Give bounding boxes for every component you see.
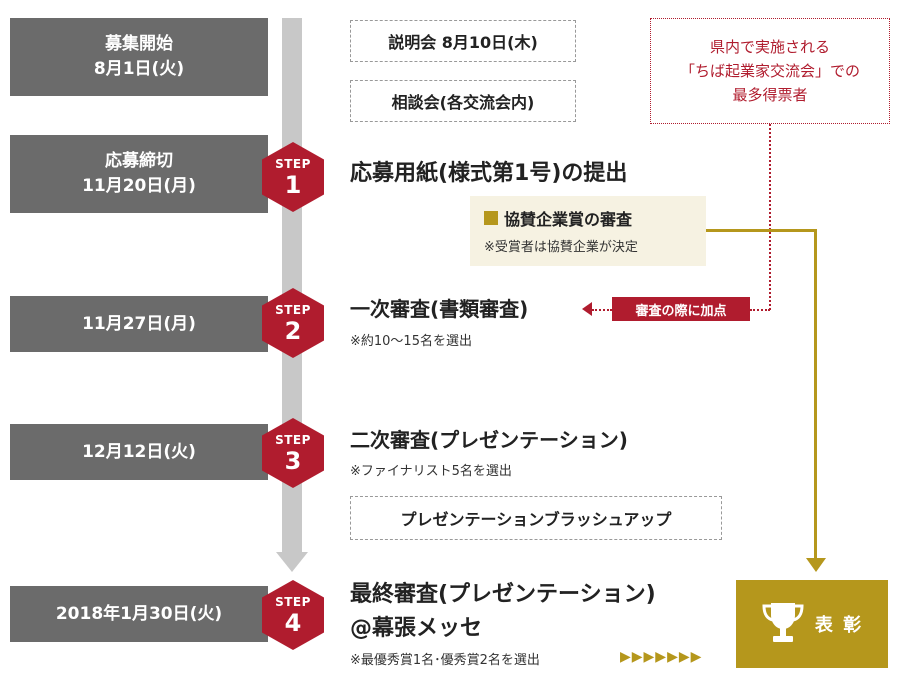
square-bullet-icon bbox=[484, 211, 498, 225]
consultation-box: 相談会(各交流会内) bbox=[350, 80, 576, 122]
date-label: 募集開始 bbox=[105, 34, 173, 55]
step-2-badge: STEP 2 bbox=[262, 288, 324, 358]
arrow-marks: ▶▶▶▶▶▶▶ bbox=[620, 649, 703, 665]
consultation-label: 相談会(各交流会内) bbox=[391, 93, 535, 112]
bonus-connector-horizontal bbox=[750, 309, 770, 311]
step-3-badge: STEP 3 bbox=[262, 418, 324, 488]
prefecture-line: 県内で実施される bbox=[709, 38, 830, 56]
prefecture-line: 「ちば起業家交流会」での bbox=[679, 62, 860, 80]
prefecture-line: 最多得票者 bbox=[732, 86, 808, 104]
award-connector-vertical bbox=[814, 229, 817, 560]
step-4-title: 最終審査(プレゼンテーション) bbox=[350, 582, 656, 607]
step-4-note: ※最優秀賞1名･優秀賞2名を選出 bbox=[350, 653, 540, 668]
sponsor-award-title-text: 協賛企業賞の審査 bbox=[504, 210, 633, 229]
step-word: STEP bbox=[275, 157, 311, 171]
date-value: 2018年1月30日(火) bbox=[55, 603, 223, 624]
step-number: 2 bbox=[284, 317, 302, 345]
trophy-icon bbox=[761, 599, 805, 649]
award-label: 表 彰 bbox=[814, 615, 864, 636]
brushup-box: プレゼンテーションブラッシュアップ bbox=[350, 496, 722, 540]
date-label: 応募締切 bbox=[105, 151, 173, 172]
date-value: 8月1日(火) bbox=[93, 59, 185, 79]
step-2-title: 一次審査(書類審査) bbox=[350, 297, 529, 321]
date-box-recruitment-start: 募集開始 8月1日(火) bbox=[10, 18, 268, 96]
step-number: 4 bbox=[284, 609, 302, 637]
step-word: STEP bbox=[275, 433, 311, 447]
date-box-first-review: 11月27日(月) bbox=[10, 296, 268, 352]
prefecture-winner-box: 県内で実施される 「ちば起業家交流会」での 最多得票者 bbox=[650, 18, 890, 124]
sponsor-award-title: 協賛企業賞の審査 bbox=[484, 206, 692, 230]
step-1-title: 応募用紙(様式第1号)の提出 bbox=[350, 161, 628, 186]
briefing-session-label: 説明会 8月10日(木) bbox=[388, 33, 538, 52]
bonus-connector-vertical bbox=[769, 124, 771, 310]
date-value: 11月20日(月) bbox=[82, 176, 196, 196]
date-box-application-deadline: 応募締切 11月20日(月) bbox=[10, 135, 268, 213]
award-box: 表 彰 bbox=[736, 580, 888, 668]
step-word: STEP bbox=[275, 303, 311, 317]
step-1-badge: STEP 1 bbox=[262, 142, 324, 212]
step-number: 1 bbox=[284, 171, 302, 199]
step-3-note: ※ファイナリスト5名を選出 bbox=[350, 464, 512, 479]
brushup-label: プレゼンテーションブラッシュアップ bbox=[400, 510, 672, 529]
step-4-venue: @幕張メッセ bbox=[350, 616, 483, 641]
bonus-points-tag: 審査の際に加点 bbox=[612, 297, 750, 321]
date-box-final-review: 2018年1月30日(火) bbox=[10, 586, 268, 642]
step-3-title: 二次審査(プレゼンテーション) bbox=[350, 428, 628, 452]
award-arrow-icon bbox=[806, 558, 826, 572]
step-4-badge: STEP 4 bbox=[262, 580, 324, 650]
bonus-connector-to-step2 bbox=[592, 309, 612, 311]
sponsor-award-note: ※受賞者は協賛企業が決定 bbox=[484, 240, 638, 255]
bonus-arrow-icon bbox=[582, 302, 592, 316]
step-number: 3 bbox=[284, 447, 302, 475]
step-2-note: ※約10〜15名を選出 bbox=[350, 334, 472, 349]
award-connector-horizontal bbox=[706, 229, 816, 232]
date-value: 11月27日(月) bbox=[82, 313, 196, 334]
briefing-session-box: 説明会 8月10日(木) bbox=[350, 20, 576, 62]
sponsor-award-box: 協賛企業賞の審査 ※受賞者は協賛企業が決定 bbox=[470, 196, 706, 266]
date-value: 12月12日(火) bbox=[82, 441, 196, 462]
step-word: STEP bbox=[275, 595, 311, 609]
timeline-arrow-icon bbox=[276, 552, 308, 572]
date-box-second-review: 12月12日(火) bbox=[10, 424, 268, 480]
